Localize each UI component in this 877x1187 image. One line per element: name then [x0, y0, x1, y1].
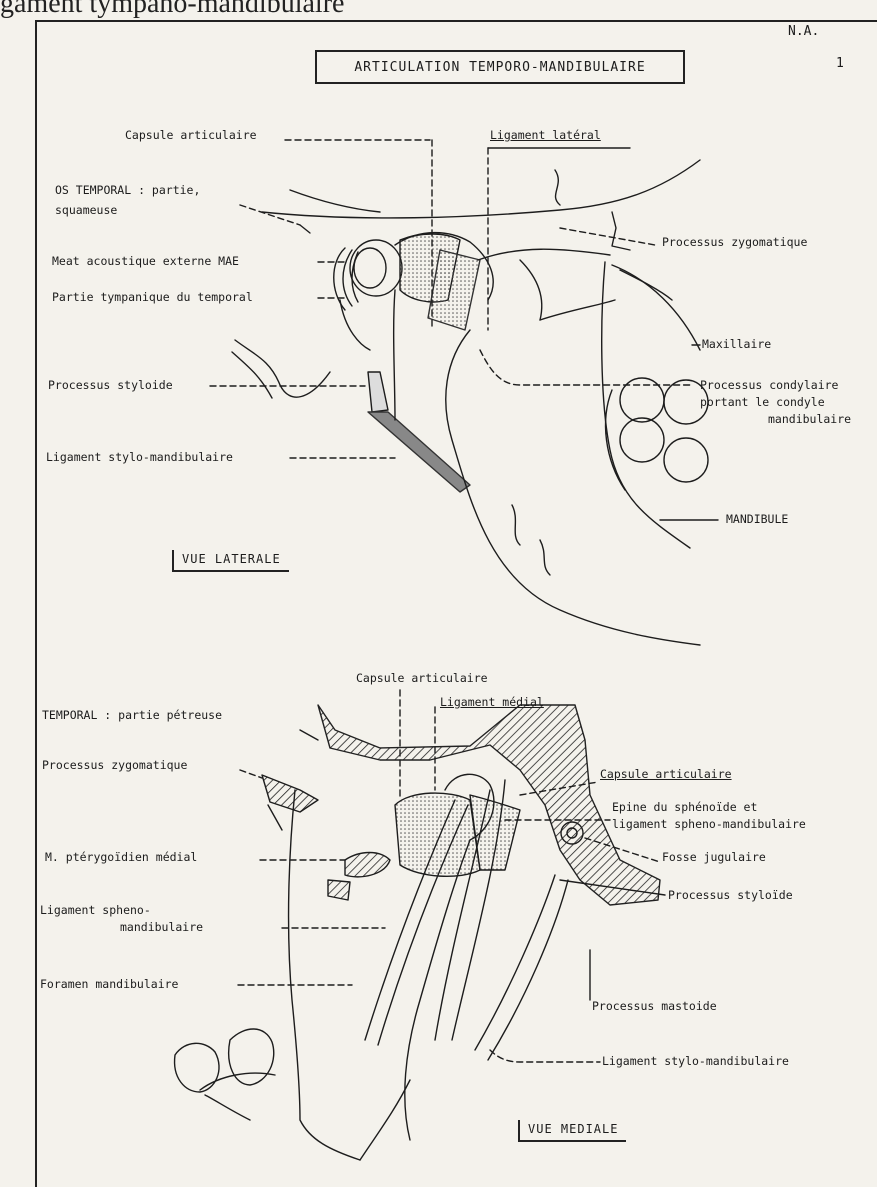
label-spine-1: Epine du sphénoïde et — [612, 802, 757, 814]
label-zygomatic-lateral: Processus zygomatique — [662, 237, 807, 249]
label-temporal-squamous-1: OS TEMPORAL : partie, — [55, 185, 200, 197]
label-tympanic: Partie tympanique du temporal — [52, 292, 253, 304]
label-condylar-1: Processus condylaire — [700, 380, 838, 392]
label-mandible: MANDIBULE — [726, 514, 788, 526]
label-lateral-ligament: Ligament latéral — [490, 130, 601, 142]
label-condylar-2: portant le condyle — [700, 397, 825, 409]
label-pterygoid: M. ptérygoïdien médial — [45, 852, 197, 864]
label-medial-ligament: Ligament médial — [440, 697, 544, 709]
label-capsule-lateral: Capsule articulaire — [125, 130, 257, 142]
label-capsule-medial: Capsule articulaire — [356, 673, 488, 685]
label-styloid-lateral: Processus styloide — [48, 380, 173, 392]
label-mastoid: Processus mastoide — [592, 1001, 717, 1013]
label-temporal-petrous: TEMPORAL : partie pétreuse — [42, 710, 222, 722]
label-jugular: Fosse jugulaire — [662, 852, 766, 864]
medial-view-drawing — [175, 690, 665, 1160]
label-maxilla: Maxillaire — [702, 339, 771, 351]
label-spine-2: ligament spheno-mandibulaire — [612, 819, 806, 831]
label-stylo-mandibular-medial: Ligament stylo-mandibulaire — [602, 1056, 789, 1068]
label-styloid-medial: Processus styloïde — [668, 890, 793, 902]
label-stylo-mandibular-lateral: Ligament stylo-mandibulaire — [46, 452, 233, 464]
label-foramen: Foramen mandibulaire — [40, 979, 178, 991]
label-zygomatic-medial: Processus zygomatique — [42, 760, 187, 772]
label-spheno-2: mandibulaire — [120, 922, 203, 934]
label-meatus: Meat acoustique externe MAE — [52, 256, 239, 268]
label-capsule-right: Capsule articulaire — [600, 769, 732, 781]
label-spheno-1: Ligament spheno- — [40, 905, 151, 917]
label-condylar-3: mandibulaire — [768, 414, 851, 426]
view-label-lateral: VUE LATERALE — [172, 550, 289, 572]
label-temporal-squamous-2: squameuse — [55, 205, 117, 217]
view-label-medial: VUE MEDIALE — [518, 1120, 626, 1142]
